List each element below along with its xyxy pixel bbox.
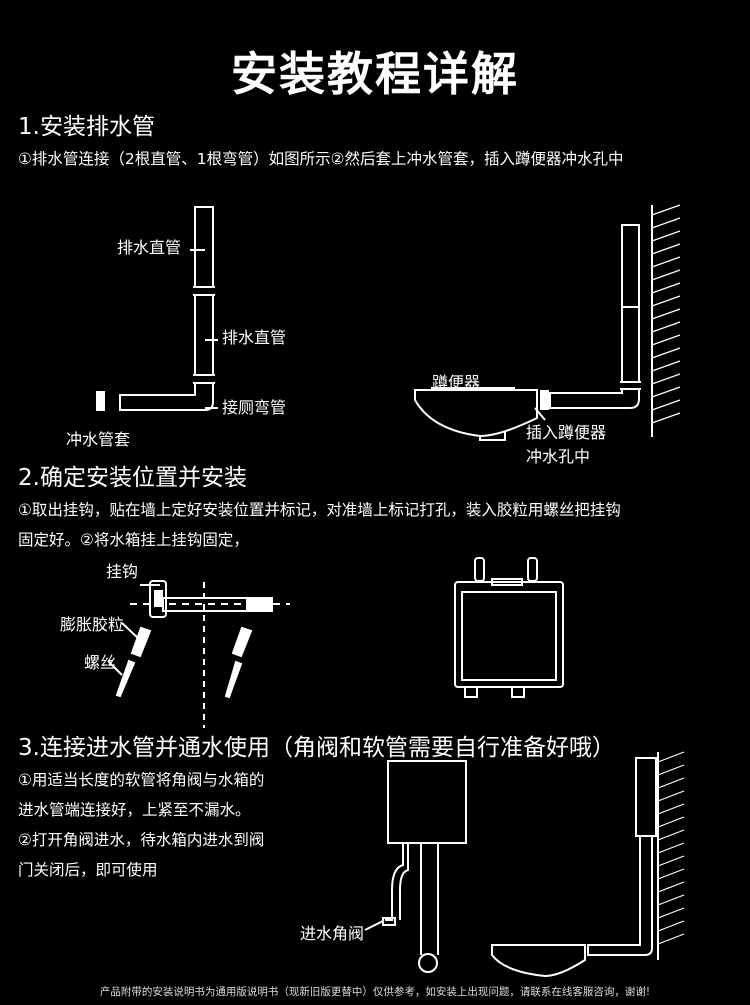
step3-heading: 3.连接进水管并通水使用（角阀和软管需要自行准备好哦）: [18, 735, 615, 761]
label-drain-pipe-lower: 排水直管: [222, 328, 287, 347]
step3-description-line1: ①用适当长度的软管将角阀与水箱的: [18, 771, 265, 789]
label-drain-pipe-upper: 排水直管: [117, 238, 182, 257]
tank-front: [387, 760, 467, 844]
step3-description-line4: 门关闭后，即可使用: [18, 861, 158, 879]
label-insert-line1: 插入蹲便器: [526, 423, 607, 442]
drain-pipe-upper: [194, 206, 214, 288]
screw: [115, 659, 136, 698]
expansion-anchor: [130, 626, 152, 658]
step1-heading: 1.安装排水管: [18, 114, 155, 140]
page-title: 安装教程详解: [231, 47, 519, 101]
step3-description-line2: 进水管端连接好，上紧至不漏水。: [18, 801, 251, 819]
step2-heading: 2.确定安装位置并安装: [18, 465, 247, 491]
step2-description-line2: 固定好。②将水箱挂上挂钩固定，: [18, 531, 249, 549]
elbow-pipe: [119, 383, 214, 411]
drain-pipe-lower: [194, 294, 214, 376]
step3-description-line3: ②打开角阀进水，待水箱内进水到阀: [18, 831, 265, 849]
label-insert-line2: 冲水孔中: [526, 447, 591, 466]
label-squat-toilet: 蹲便器: [432, 373, 481, 392]
label-screw: 螺丝: [84, 653, 117, 672]
footer-note: 产品附带的安装说明书为通用版说明书（现新旧版更替中）仅供参考，如安装上出现问题，…: [99, 986, 651, 998]
step2-description-line1: ①取出挂钩，贴在墙上定好安装位置并标记，对准墙上标记打孔，装入胶粒用螺丝把挂钩: [18, 501, 621, 519]
label-elbow-pipe: 接厕弯管: [222, 398, 287, 417]
flush-sleeve: [96, 391, 105, 411]
label-anchor: 膨胀胶粒: [60, 615, 125, 634]
squat-toilet: [414, 389, 538, 438]
label-hook: 挂钩: [106, 562, 139, 581]
label-flush-sleeve: 冲水管套: [66, 430, 131, 449]
water-tank: [454, 581, 564, 688]
step1-description: ①排水管连接（2根直管、1根弯管）如图所示②然后套上冲水管套，插入蹲便器冲水孔中: [18, 150, 624, 168]
label-angle-valve: 进水角阀: [300, 924, 365, 943]
